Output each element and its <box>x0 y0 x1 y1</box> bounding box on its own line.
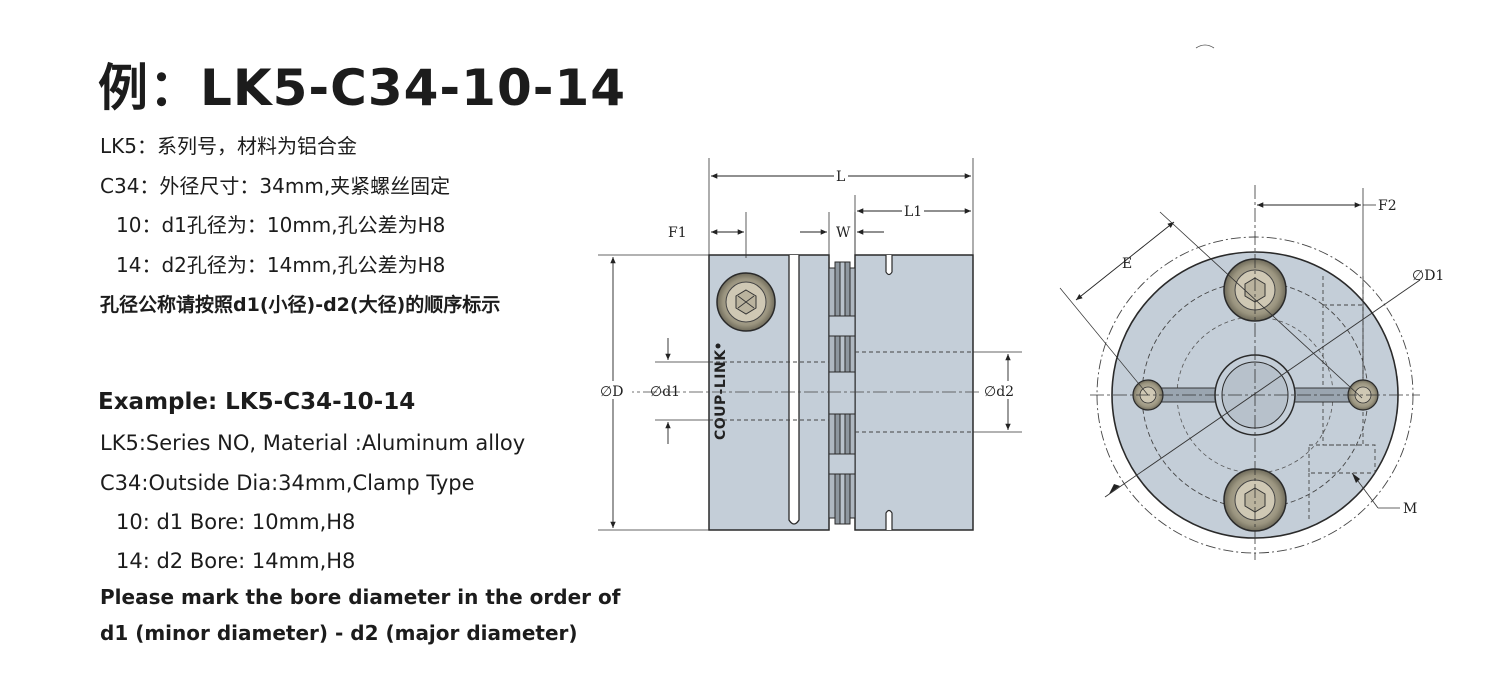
chinese-line-d1: 10：d1孔径为：10mm,孔公差为H8 <box>116 213 446 237</box>
dim-e-label: E <box>1122 256 1132 272</box>
dim-d1-end-label: ∅D1 <box>1412 268 1444 284</box>
english-note-line-2: d1 (minor diameter) - d2 (major diameter… <box>100 621 578 645</box>
english-line-size: C34:Outside Dia:34mm,Clamp Type <box>100 471 475 495</box>
right-hub <box>854 254 974 531</box>
chinese-line-series: LK5：系列号，材料为铝合金 <box>100 134 357 158</box>
chinese-note: 孔径公称请按照d1(小径)-d2(大径)的顺序标示 <box>100 294 501 316</box>
english-line-series: LK5:Series NO, Material :Aluminum alloy <box>100 431 526 455</box>
english-heading: Example: LK5-C34-10-14 <box>98 389 416 415</box>
dim-f2-label: F2 <box>1378 198 1397 214</box>
chinese-line-d2: 14：d2孔径为：14mm,孔公差为H8 <box>116 253 446 277</box>
dim-d2-label: ∅d2 <box>984 384 1014 400</box>
english-note-line-1: Please mark the bore diameter in the ord… <box>100 585 621 609</box>
dim-l1-label: L1 <box>904 204 922 220</box>
clamp-screw-icon <box>716 272 776 332</box>
dim-d-label: ∅D <box>600 384 623 400</box>
clamp-slot <box>788 255 800 525</box>
page-title: 例：LK5-C34-10-14 <box>98 59 627 117</box>
diaphragm-pack <box>828 261 856 525</box>
english-line-d1: 10: d1 Bore: 10mm,H8 <box>116 510 356 534</box>
end-view: F2 E ∅D1 M <box>1059 44 1444 560</box>
dim-l-label: L <box>836 169 845 185</box>
brand-label: COUP-LINK <box>713 349 729 440</box>
chinese-line-size: C34：外径尺寸：34mm,夹紧螺丝固定 <box>100 174 451 198</box>
dim-w-label: W <box>836 225 851 241</box>
dim-m-label: M <box>1403 501 1417 517</box>
dim-d1-label: ∅d1 <box>650 384 680 400</box>
english-line-d2: 14: d2 Bore: 14mm,H8 <box>116 549 356 573</box>
side-view: COUP-LINK L L1 F1 W <box>598 158 1022 531</box>
dim-f1-label: F1 <box>668 225 687 241</box>
